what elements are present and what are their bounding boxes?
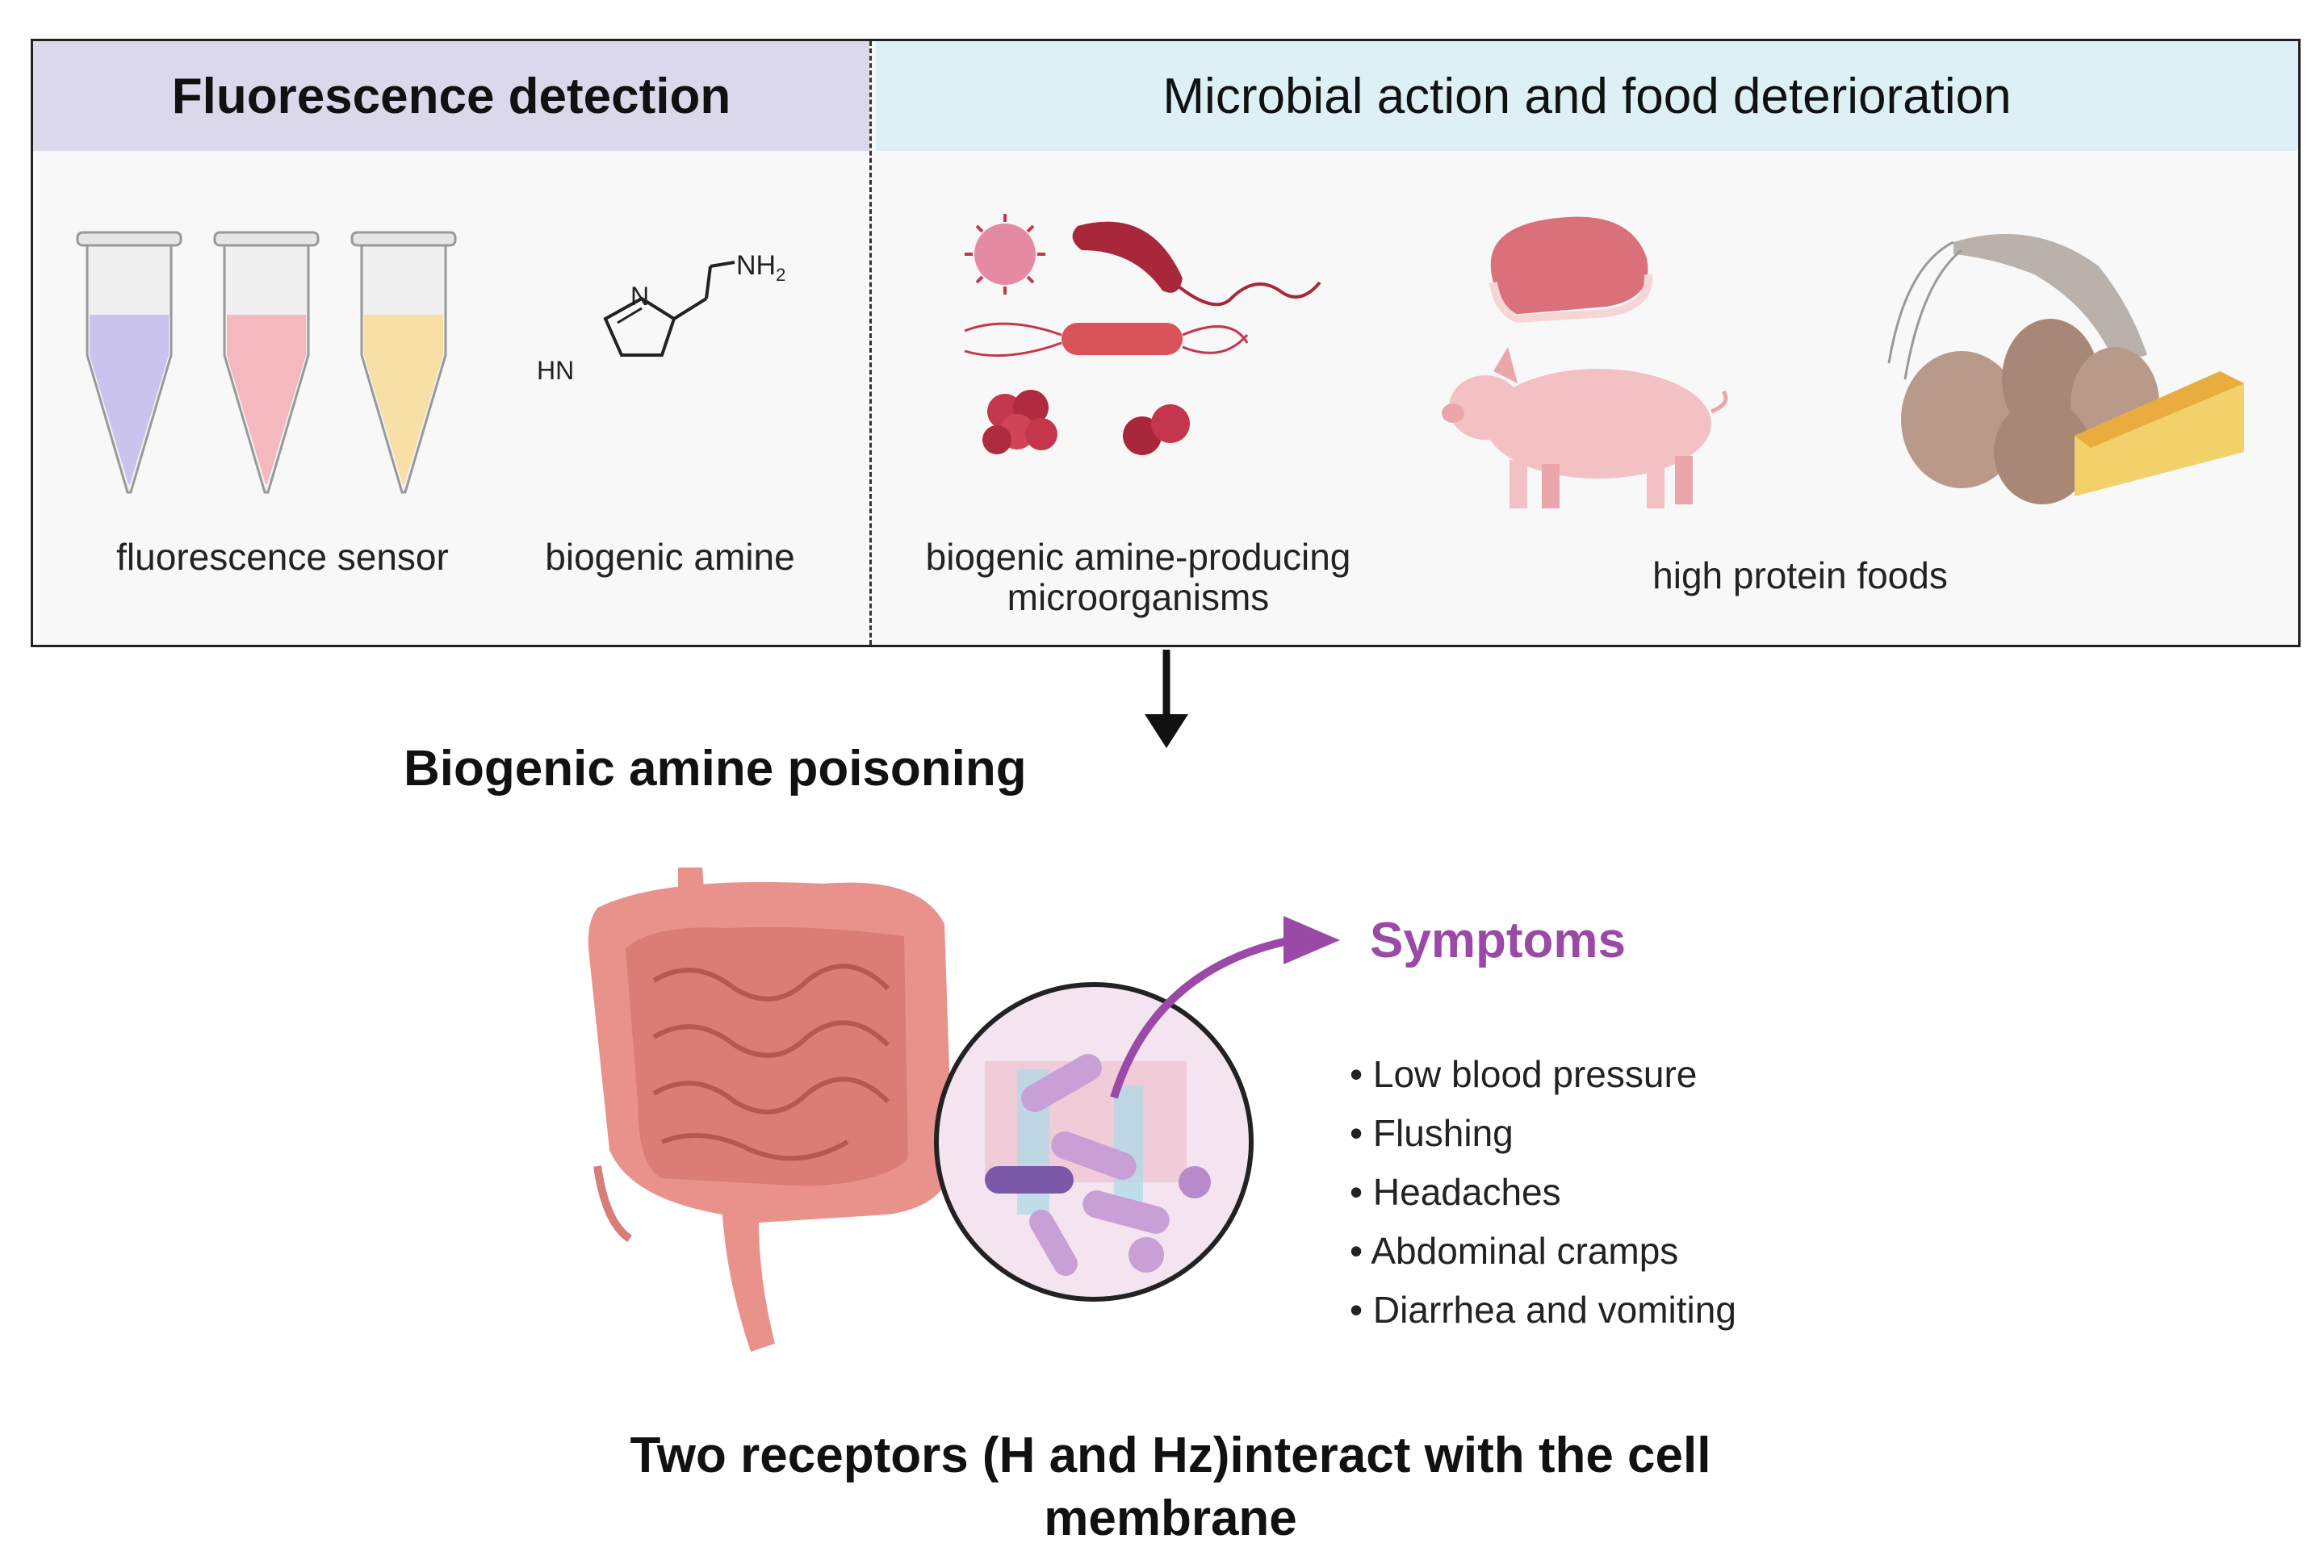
- label-biogenic-amine: biogenic amine: [545, 536, 795, 578]
- header-right-title: Microbial action and food deterioration: [1162, 68, 2012, 124]
- symptom-item: Diarrhea and vomiting: [1350, 1281, 1736, 1340]
- tube-pink-icon: [213, 231, 320, 494]
- poisoning-title: Biogenic amine poisoning: [404, 741, 1027, 797]
- symptom-item: Flushing: [1350, 1104, 1736, 1163]
- footer-caption: Two receptors (H and Hz)interact with th…: [436, 1424, 1905, 1550]
- pig-icon: [1442, 347, 1728, 508]
- footer-line1: Two receptors (H and Hz)interact with th…: [630, 1428, 1711, 1483]
- panel-divider: [869, 41, 872, 645]
- shrimp-icon: [1887, 234, 2147, 380]
- symptoms-arrow-icon: [1110, 916, 1340, 1099]
- bacillus-flagellum-icon: [1072, 221, 1321, 307]
- microorganisms-icon: [964, 214, 1321, 455]
- histamine-molecule-icon: NH2 N HN: [537, 250, 785, 385]
- label-high-protein-foods: high protein foods: [1652, 554, 1948, 596]
- header-fluorescence-detection: Fluorescence detection: [33, 41, 869, 151]
- fluorescence-tubes-icon: [76, 231, 457, 494]
- shrimp-eggs-cheese-icon: [1887, 234, 2244, 504]
- tube-yellow-icon: [350, 231, 457, 494]
- coccus-cluster-icon: [982, 390, 1057, 454]
- molecule-hn: HN: [537, 356, 574, 385]
- down-arrow-icon: [1145, 650, 1188, 748]
- diplococcus-icon: [1123, 404, 1190, 455]
- eggs-icon: [1901, 319, 2159, 504]
- meat-pig-icon: [1442, 216, 1728, 508]
- molecule-nh2-sub: 2: [776, 265, 785, 285]
- label-microorganisms-line1: biogenic amine-producing: [925, 536, 1351, 578]
- magnifier-cells-icon: [934, 982, 1254, 1302]
- symptoms-title: Symptoms: [1370, 913, 1626, 968]
- footer-line2: membrane: [1044, 1491, 1297, 1546]
- tube-purple-icon: [76, 231, 182, 494]
- symptom-item: Headaches: [1350, 1163, 1736, 1222]
- rod-bacterium-icon: [964, 322, 1249, 358]
- header-microbial-action: Microbial action and food deterioration: [876, 41, 2298, 151]
- svg-text:NH2: NH2: [736, 250, 785, 285]
- symptom-item: Low blood pressure: [1350, 1045, 1736, 1104]
- label-microorganisms: biogenic amine-producing microorganisms: [888, 537, 1388, 617]
- meat-steak-icon: [1489, 216, 1653, 324]
- molecule-n: N: [630, 282, 649, 311]
- virus-icon: [965, 214, 1045, 295]
- label-microorganisms-line2: microorganisms: [1007, 576, 1270, 618]
- molecule-nh2: NH: [736, 250, 776, 281]
- symptoms-list: Low blood pressure Flushing Headaches Ab…: [1350, 1045, 1736, 1340]
- header-left-title: Fluorescence detection: [171, 68, 731, 124]
- cheese-icon: [2075, 371, 2244, 496]
- label-fluorescence-sensor: fluorescence sensor: [116, 536, 449, 578]
- intestine-icon: [588, 868, 1254, 1352]
- symptom-item: Abdominal cramps: [1350, 1222, 1736, 1281]
